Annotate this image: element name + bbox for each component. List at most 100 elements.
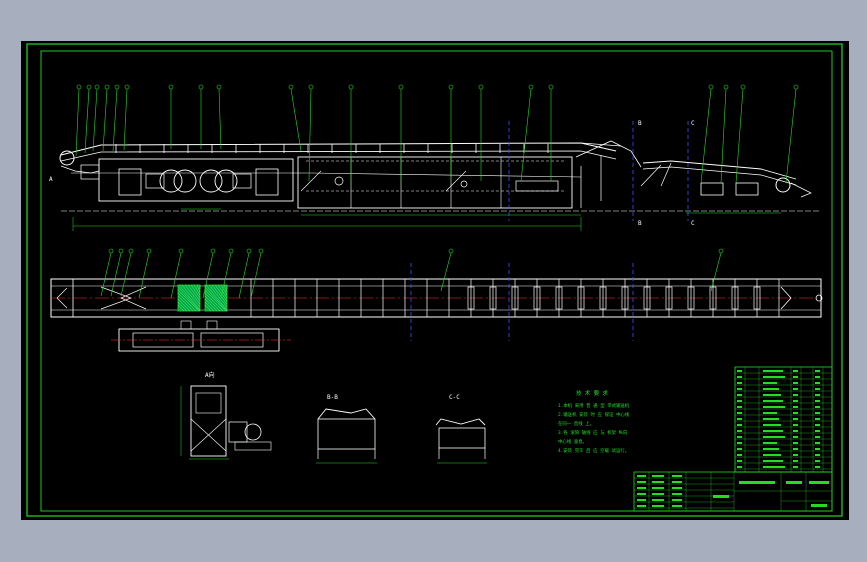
- unreadable-cell: [815, 442, 820, 444]
- unreadable-cell: [652, 493, 664, 495]
- view-c-section: C-C: [435, 394, 487, 464]
- unreadable-cell: [737, 388, 742, 390]
- hatch-line: [181, 284, 201, 308]
- callout-balloon: [146, 248, 152, 254]
- unreadable-cell: [815, 418, 820, 420]
- unreadable-cell: [737, 394, 742, 396]
- unreadable-cell: [815, 448, 820, 450]
- idler-set: [599, 286, 607, 310]
- hatch-line: [220, 284, 228, 296]
- idler-set: [753, 286, 761, 310]
- unreadable-cell: [811, 504, 827, 507]
- callout-leaders-plan: [100, 248, 724, 299]
- hatch-line: [177, 292, 197, 312]
- hatch-line: [184, 284, 201, 305]
- unreadable-cell: [637, 481, 646, 483]
- view-c-title: C-C: [449, 394, 460, 401]
- unreadable-cell: [737, 430, 742, 432]
- tech-req-line-2: 2.输送机 安装 时 应 保证 中心线: [558, 411, 630, 418]
- unreadable-cell: [815, 400, 820, 402]
- unreadable-cell: [672, 481, 682, 483]
- unreadable-cell: [763, 394, 781, 396]
- unreadable-cell: [763, 418, 779, 420]
- callout-leader: [290, 88, 302, 152]
- unreadable-cell: [763, 454, 781, 456]
- unreadable-cell: [793, 394, 798, 396]
- callout-balloon: [94, 84, 100, 90]
- hatch-line: [177, 301, 188, 312]
- hatch-line: [196, 284, 201, 293]
- callout-balloon: [210, 248, 216, 254]
- hatch-line: [193, 284, 201, 296]
- unreadable-cell: [737, 376, 742, 378]
- elevation-view: B B C C A: [49, 120, 821, 231]
- unreadable-cell: [672, 493, 682, 495]
- tech-req-line-5: 中心线 垂直。: [558, 438, 587, 445]
- callout-leader: [220, 252, 232, 299]
- unreadable-cell: [737, 412, 742, 414]
- unreadable-cell: [786, 481, 802, 484]
- callout-balloon: [348, 84, 354, 90]
- callout-balloon: [258, 248, 264, 254]
- cad-viewport[interactable]: B B C C A: [21, 41, 849, 520]
- unreadable-cell: [763, 388, 779, 390]
- unreadable-cell: [815, 412, 820, 414]
- hatch-line: [204, 301, 215, 312]
- hatch-line: [177, 295, 194, 312]
- callout-balloon: [723, 84, 729, 90]
- unreadable-cell: [763, 376, 785, 378]
- unreadable-cell: [793, 460, 798, 462]
- unreadable-cell: [713, 495, 729, 498]
- unreadable-cell: [815, 460, 820, 462]
- unreadable-cell: [793, 400, 798, 402]
- unreadable-cell: [737, 382, 742, 384]
- hatch-line: [177, 298, 191, 312]
- hatch-line: [204, 295, 221, 312]
- view-a-detail: A向: [180, 371, 272, 460]
- unreadable-cell: [815, 436, 820, 438]
- callout-leader: [202, 252, 214, 299]
- unreadable-cell: [737, 466, 742, 468]
- callout-balloon: [114, 84, 120, 90]
- callout-leader: [250, 252, 262, 299]
- callout-leader: [102, 88, 108, 152]
- unreadable-cell: [793, 382, 798, 384]
- unreadable-cell: [815, 388, 820, 390]
- callout-leader: [92, 88, 98, 152]
- idler-set: [731, 286, 739, 310]
- callout-balloon: [168, 84, 174, 90]
- unreadable-cell: [793, 442, 798, 444]
- hatch-line: [204, 298, 218, 312]
- idler-set: [687, 286, 695, 310]
- inner-border: [40, 50, 833, 512]
- outer-border: [26, 43, 843, 517]
- callout-leader: [785, 88, 797, 184]
- callout-leader: [308, 88, 312, 182]
- view-b-section: B-B: [316, 394, 377, 464]
- unreadable-cell: [739, 481, 775, 484]
- hatch-line: [187, 284, 201, 302]
- callout-leader: [735, 88, 744, 184]
- callout-balloon: [548, 84, 554, 90]
- unreadable-cell: [815, 370, 820, 372]
- tech-requirements: 技 术 要 求 1.本机 采用 普 通 型 带式输送机 2.输送机 安装 时 应…: [558, 389, 630, 454]
- callout-leader: [710, 252, 722, 292]
- callout-leader: [84, 88, 90, 154]
- hatch-line: [177, 286, 201, 312]
- callout-balloon: [740, 84, 746, 90]
- unreadable-cell: [763, 430, 783, 432]
- unreadable-cell: [652, 499, 664, 501]
- hatch-line: [211, 284, 228, 305]
- callout-balloon: [398, 84, 404, 90]
- unreadable-cell: [815, 394, 820, 396]
- tech-req-line-4: 3.各 滚筒 轴线 应 与 机架 纵向: [558, 429, 627, 436]
- unreadable-cell: [793, 418, 798, 420]
- unreadable-cell: [637, 475, 646, 477]
- callout-balloon: [104, 84, 110, 90]
- idler-set: [533, 286, 541, 310]
- unreadable-cell: [637, 505, 646, 507]
- unreadable-cell: [815, 382, 820, 384]
- callout-balloon: [793, 84, 799, 90]
- hatch-line: [214, 284, 228, 302]
- idler-set: [511, 286, 519, 310]
